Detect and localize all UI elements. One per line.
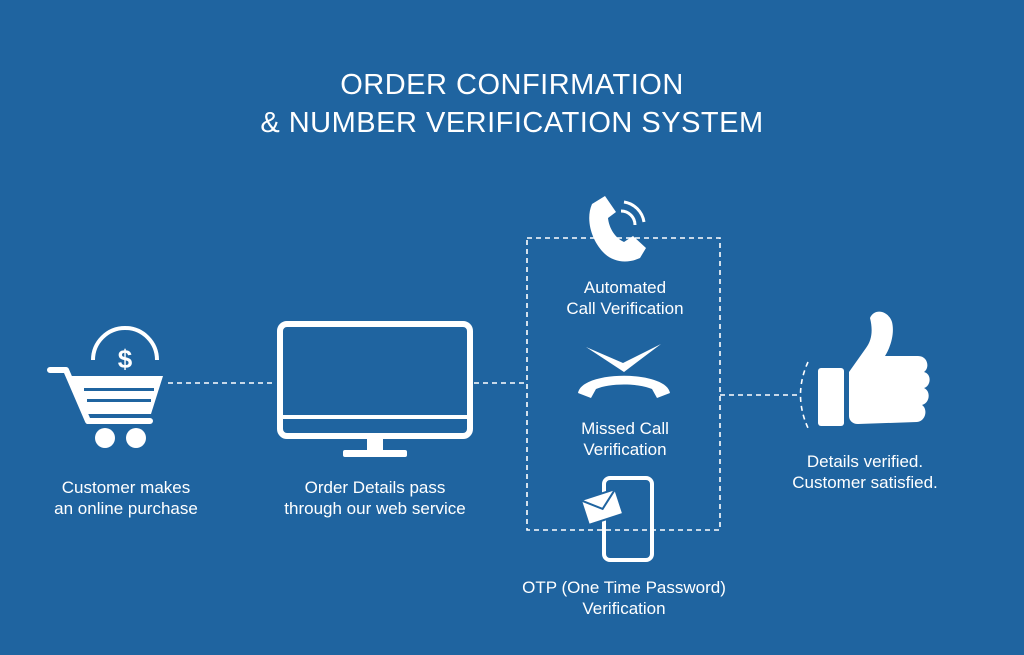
method-automated-call-label: Automated Call Verification: [535, 277, 715, 319]
method-otp-line-2: Verification: [582, 599, 666, 618]
shopping-cart-dollar-icon: $: [47, 326, 163, 448]
step-verified-line-1: Details verified.: [806, 452, 924, 471]
title-line-1: ORDER CONFIRMATION: [340, 69, 684, 101]
step-purchase-label: Customer makes an online purchase: [36, 477, 216, 519]
phone-ringing-icon: [589, 196, 646, 262]
title-line-2: & NUMBER VERIFICATION SYSTEM: [260, 107, 764, 139]
step-purchase-line-2: an online purchase: [54, 499, 198, 518]
step-web-service-line-2: through our web service: [284, 499, 466, 518]
connector-thumb-arc: [799, 361, 809, 429]
verification-methods-box: [526, 237, 721, 531]
monitor-icon: [277, 321, 473, 457]
step-purchase-line-1: Customer makes: [61, 478, 191, 497]
missed-call-icon: [578, 344, 670, 398]
method-automated-call-line-2: Call Verification: [566, 299, 684, 318]
step-verified-label: Details verified. Customer satisfied.: [775, 451, 955, 493]
method-missed-call-label: Missed Call Verification: [535, 418, 715, 460]
method-missed-call-line-1: Missed Call: [581, 419, 669, 438]
thumbs-up-icon: [818, 311, 930, 426]
method-automated-call-line-1: Automated: [583, 278, 667, 297]
mobile-envelope-icon: [579, 476, 654, 562]
method-otp-label: OTP (One Time Password) Verification: [504, 577, 744, 619]
connector-lines: [168, 237, 809, 531]
method-otp-line-1: OTP (One Time Password): [522, 578, 726, 597]
step-verified-line-2: Customer satisfied.: [792, 473, 938, 492]
method-missed-call-line-2: Verification: [583, 440, 667, 459]
step-web-service-label: Order Details pass through our web servi…: [265, 477, 485, 519]
step-web-service-line-1: Order Details pass: [304, 478, 446, 497]
svg-text:$: $: [118, 344, 133, 374]
diagram-title: ORDER CONFIRMATION & NUMBER VERIFICATION…: [0, 66, 1024, 142]
